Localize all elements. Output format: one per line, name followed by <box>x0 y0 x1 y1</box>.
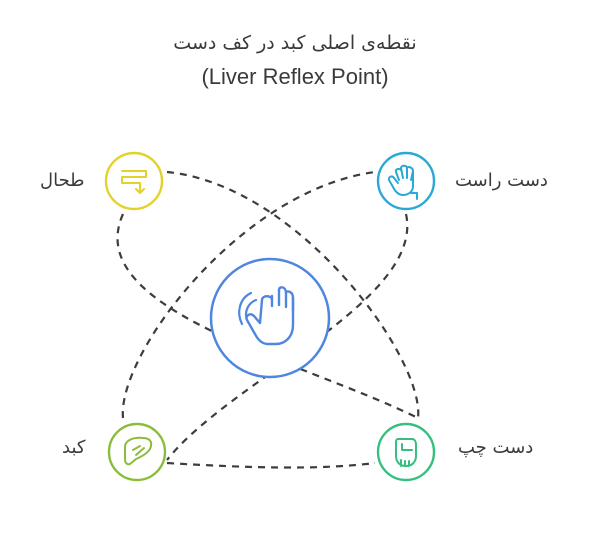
title-persian: نقطه‌ی اصلی کبد در کف دست <box>173 32 417 54</box>
node-left-hand <box>376 422 436 482</box>
center-node <box>209 257 331 379</box>
node-right-hand <box>376 151 436 211</box>
label-right-hand: دست راست <box>455 170 548 191</box>
connector-spleen-to-liver <box>116 213 419 419</box>
connector-liver-to-left-hand <box>166 461 376 469</box>
node-spleen <box>104 151 164 211</box>
touch-hand-icon <box>238 286 295 346</box>
connector-liver-to-right-hand <box>121 170 376 419</box>
liver-icon <box>124 436 153 466</box>
connector-spleen-to-left-hand <box>166 170 420 419</box>
title-english: (Liver Reflex Point) <box>201 64 389 89</box>
label-liver: کبد <box>62 437 86 458</box>
label-left-hand: دست چپ <box>458 437 534 458</box>
intestine-icon <box>121 170 147 194</box>
label-spleen: طحال <box>40 170 85 191</box>
node-liver <box>107 422 167 482</box>
right-hand-icon <box>387 164 418 200</box>
left-hand-icon <box>395 438 417 467</box>
